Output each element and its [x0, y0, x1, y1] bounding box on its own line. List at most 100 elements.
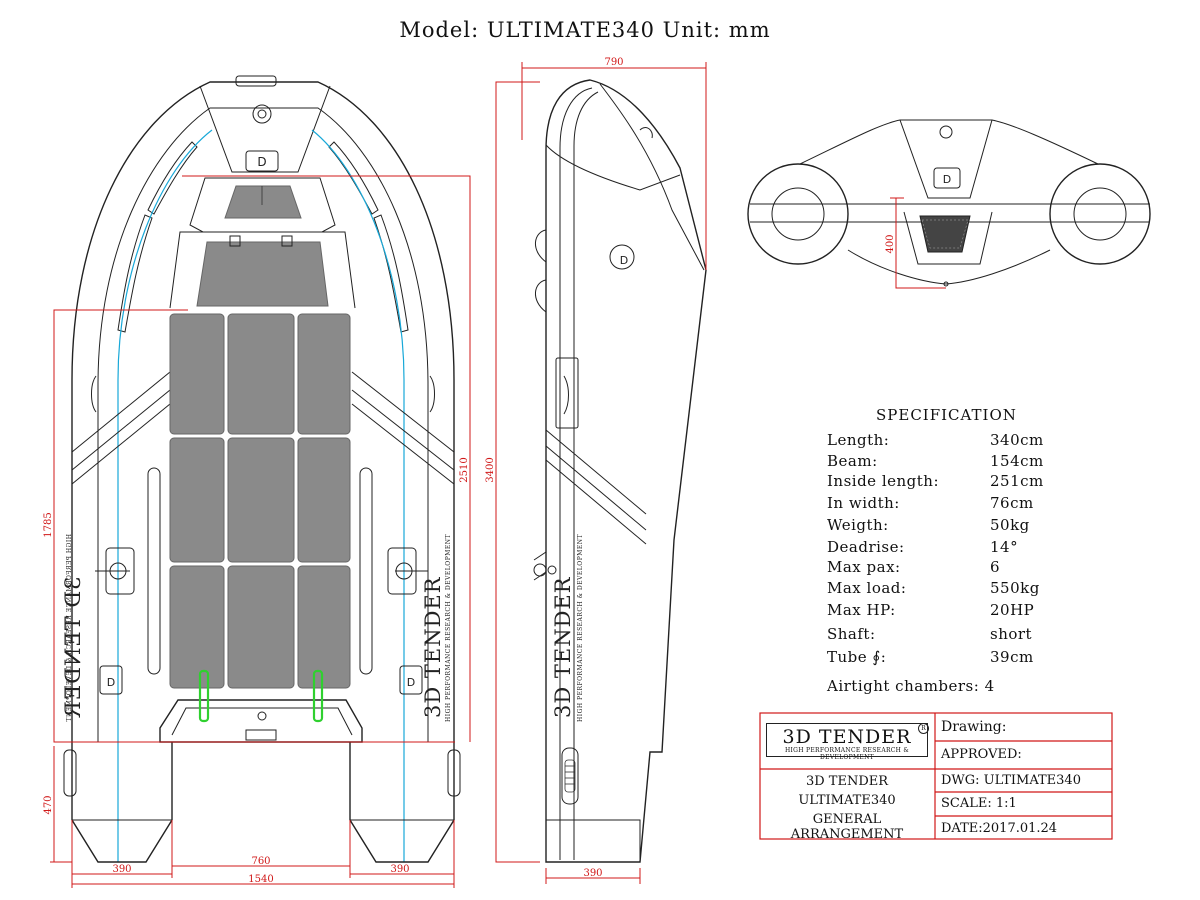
spec-value: 154cm: [990, 452, 1044, 470]
spec-row: Weigth: 50kg: [827, 516, 1029, 534]
svg-text:390: 390: [583, 868, 602, 879]
tube-centerline-left: [117, 129, 213, 862]
spec-label: Beam:: [827, 452, 878, 470]
svg-text:D: D: [620, 254, 628, 267]
svg-text:390: 390: [390, 864, 409, 875]
tube-tail-right: [349, 742, 455, 863]
spec-value: 76cm: [990, 494, 1034, 512]
spec-label: Weigth:: [827, 516, 889, 534]
spec-value: 6: [990, 558, 1001, 576]
spec-value: short: [990, 625, 1033, 643]
spec-label: Inside length:: [827, 472, 940, 490]
tb-desc-line1: 3D TENDER: [805, 774, 889, 789]
transom: [159, 699, 363, 743]
spec-label: Length:: [827, 431, 890, 449]
drawing-title: Model: ULTIMATE340 Unit: mm: [399, 18, 771, 42]
tb-dwg: DWG: ULTIMATE340: [941, 773, 1081, 788]
spec-value: 251cm: [990, 472, 1044, 490]
spec-label: Shaft:: [827, 625, 876, 643]
tb-date: DATE:2017.01.24: [941, 821, 1058, 836]
spec-label: Max load:: [827, 579, 907, 597]
svg-text:1540: 1540: [248, 874, 273, 885]
spec-heading: SPECIFICATION: [876, 406, 1017, 424]
spec-row: Length: 340cm: [827, 431, 1043, 449]
tube-stripes: [71, 371, 455, 485]
logo-registered-mark: R: [918, 723, 929, 734]
spec-value: 340cm: [990, 431, 1044, 449]
side-hull-tagline: HIGH PERFORMANCE RESEARCH & DEVELOPMENT: [577, 534, 584, 722]
front-tube-right: [1049, 163, 1151, 265]
logo-plate: [245, 150, 279, 172]
tube-handles-right: [328, 141, 409, 333]
spec-row: Beam: 154cm: [827, 452, 1043, 470]
spec-value: 50kg: [990, 516, 1030, 534]
tube-tail-left: [71, 742, 173, 863]
tube-centerline-right: [311, 129, 405, 862]
side-view-dimensions: 790 3400 390: [485, 57, 707, 884]
svg-text:760: 760: [251, 856, 270, 867]
hull-tagline-right: HIGH PERFORMANCE RESEARCH & DEVELOPMENT: [445, 534, 452, 722]
tb-drawing: Drawing:: [941, 719, 1007, 735]
tb-scale: SCALE: 1:1: [941, 796, 1017, 811]
spec-row: Max pax: 6: [827, 558, 1000, 576]
top-view-outer-tube: [71, 81, 455, 742]
spec-label: Deadrise:: [827, 538, 905, 556]
spec-row: Inside length: 251cm: [827, 472, 1043, 490]
title-block-frame: [759, 712, 1113, 840]
green-handle-right: [312, 669, 324, 723]
front-pad: [224, 185, 302, 219]
hull-brand-left: 3D TENDER: [61, 576, 85, 718]
title-block: 3D TENDER HIGH PERFORMANCE RESEARCH & DE…: [760, 713, 1112, 842]
front-tube-left: [747, 163, 849, 265]
side-view-tube: [545, 79, 707, 863]
top-view-dimensions: 2510 1785 470 390 390 760 1540: [43, 175, 471, 888]
spec-row: In width: 76cm: [827, 494, 1033, 512]
floor-pads: [169, 313, 351, 689]
deck-box-pad: [196, 241, 329, 307]
svg-text:390: 390: [112, 864, 131, 875]
side-hull-brand: 3D TENDER: [551, 576, 575, 718]
tb-approved: APPROVED:: [941, 747, 1022, 762]
spec-value: 14°: [990, 538, 1019, 556]
spec-label: Tube ∮:: [827, 648, 887, 666]
bow-handle: [235, 75, 277, 87]
spec-label: Max pax:: [827, 558, 901, 576]
tube-handles-left: [117, 141, 198, 333]
svg-text:400: 400: [885, 234, 896, 253]
logo-main: 3D TENDER: [782, 726, 912, 748]
top-view: D: [61, 75, 461, 863]
svg-text:D: D: [407, 676, 415, 689]
spec-row: Shaft: short: [827, 625, 1032, 643]
spec-row: Deadrise: 14°: [827, 538, 1018, 556]
title-block-logo: 3D TENDER HIGH PERFORMANCE RESEARCH & DE…: [766, 723, 929, 761]
spec-value: 39cm: [990, 648, 1034, 666]
logo-sub: HIGH PERFORMANCE RESEARCH & DEVELOPMENT: [784, 747, 910, 761]
tb-desc-line3: GENERAL ARRANGEMENT: [790, 812, 904, 842]
deck-box: [169, 231, 356, 309]
spec-row: Max HP:20HP: [827, 601, 1034, 619]
bow-cleat: [252, 104, 272, 124]
hull-tagline-left: HIGH PERFORMANCE RESEARCH & DEVELOPMENT: [66, 534, 73, 722]
front-view: D: [747, 119, 1151, 287]
svg-text:D: D: [257, 155, 266, 169]
spec-label: In width:: [827, 494, 900, 512]
svg-text:D: D: [943, 173, 951, 186]
side-view: D 3D TENDER HIGH PERFORMANCE RESEARCH & …: [533, 79, 707, 863]
grab-rail-left: [147, 467, 161, 675]
svg-text:790: 790: [604, 57, 623, 68]
svg-text:2510: 2510: [459, 457, 470, 482]
green-handle-left: [198, 669, 210, 723]
bow-locker: [199, 85, 331, 173]
spec-airtight: Airtight chambers: 4: [827, 677, 995, 695]
svg-text:470: 470: [43, 795, 54, 814]
svg-text:D: D: [107, 676, 115, 689]
spec-value: 20HP: [990, 601, 1035, 619]
spec-row: Tube ∮: 39cm: [827, 648, 1033, 666]
oarlock-left: [95, 547, 135, 595]
tb-desc-line2: ULTIMATE340: [798, 793, 896, 808]
spec-value: 550kg: [990, 579, 1040, 597]
front-view-dimensions: 400: [885, 197, 946, 289]
spec-row: Max load: 550kg: [827, 579, 1039, 597]
svg-text:3400: 3400: [485, 457, 496, 482]
